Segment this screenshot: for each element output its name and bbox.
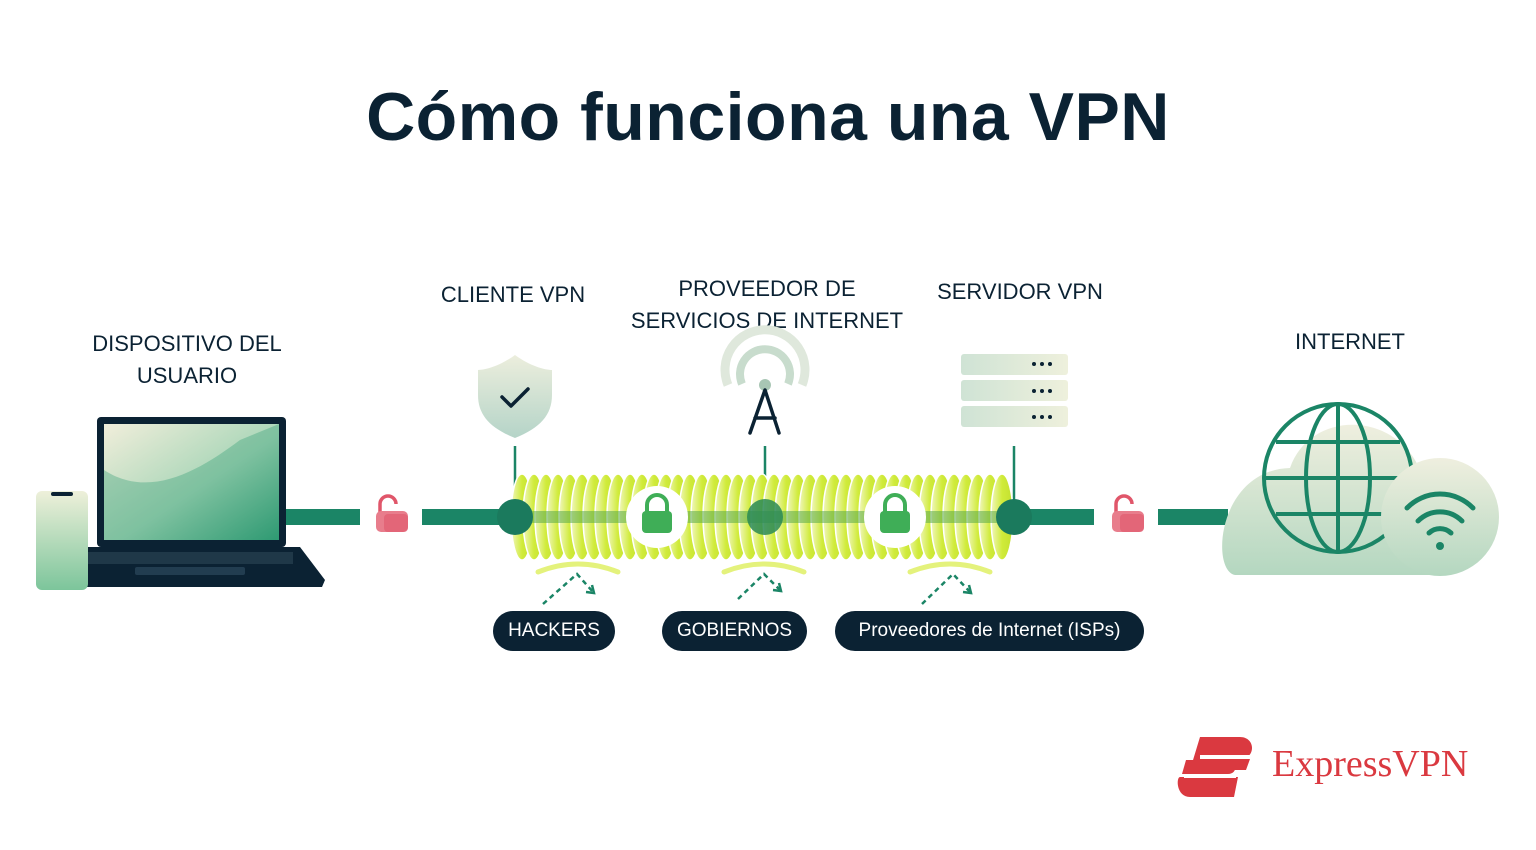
deflect-arrow-isps: [907, 561, 993, 605]
page-title: Cómo funciona una VPN: [366, 79, 1170, 155]
internet-label: INTERNET: [1295, 329, 1405, 354]
deflect-arrow-governments: [721, 561, 807, 600]
client-node-dot: [497, 499, 533, 535]
shield-check-icon: [478, 355, 552, 438]
laptop-icon: [75, 417, 325, 587]
line-device-segment: [285, 509, 360, 525]
threat-pill-hackers: HACKERS: [493, 611, 615, 651]
threat-pill-governments: GOBIERNOS: [662, 611, 807, 651]
unlocked-lock-icon-left: [366, 493, 414, 541]
vpn-server-label: SERVIDOR VPN: [937, 279, 1103, 304]
unlocked-lock-icon-right: [1102, 493, 1150, 541]
phone-icon: [36, 491, 88, 590]
antenna-tower-icon: [720, 325, 810, 435]
tunnel-lock-icon-2: [864, 486, 926, 548]
expressvpn-logo-icon: [1177, 737, 1252, 797]
wifi-icon: [1381, 458, 1499, 576]
brand-name: ExpressVPN: [1272, 743, 1469, 785]
tunnel-lock-icon-1: [626, 486, 688, 548]
deflect-arrow-hackers: [535, 561, 621, 605]
line-server-segment: [1014, 509, 1094, 525]
isp-node-dot: [747, 499, 783, 535]
server-node-dot: [996, 499, 1032, 535]
isp-label: PROVEEDOR DE SERVICIOS DE INTERNET: [612, 273, 922, 337]
line-internet-segment: [1158, 509, 1228, 525]
device-label: DISPOSITIVO DEL USUARIO: [72, 328, 302, 392]
vpn-client-label: CLIENTE VPN: [440, 282, 586, 307]
device-label-line2: USUARIO: [136, 363, 238, 388]
threat-pill-isps: Proveedores de Internet (ISPs): [835, 611, 1144, 651]
server-rack-icon: [961, 354, 1068, 427]
line-client-segment: [422, 509, 516, 525]
isp-label-line1: PROVEEDOR DE: [678, 276, 856, 301]
device-label-line1: DISPOSITIVO DEL: [92, 331, 282, 356]
